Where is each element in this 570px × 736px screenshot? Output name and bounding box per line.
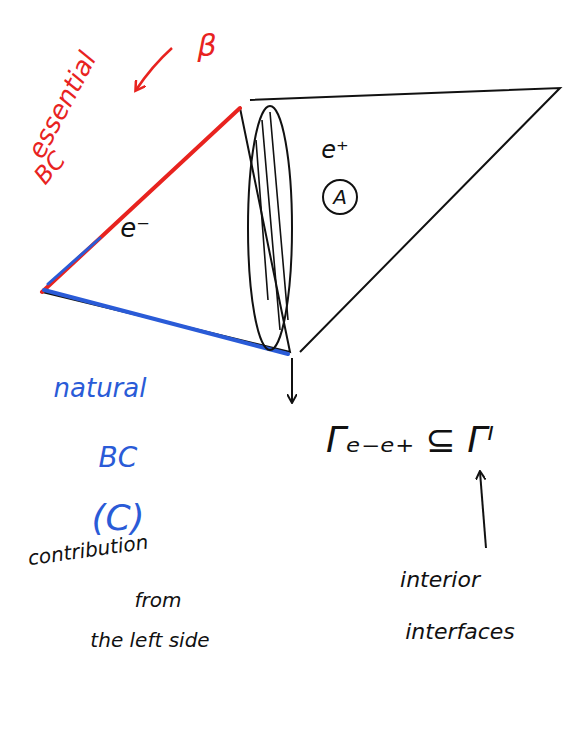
note: the left side bbox=[90, 629, 209, 651]
leader-arrow bbox=[136, 48, 172, 90]
interface-ellipse bbox=[248, 106, 292, 350]
annotation: natural bbox=[54, 374, 147, 403]
element-name: e⁺ bbox=[321, 137, 348, 163]
left-element bbox=[42, 108, 290, 352]
note: interfaces bbox=[405, 620, 515, 644]
interface-strokes bbox=[256, 112, 288, 330]
element-name: e⁻ bbox=[120, 214, 150, 243]
callout-letter: A bbox=[333, 186, 347, 208]
symbol: β bbox=[197, 29, 216, 62]
annotation: BC bbox=[99, 443, 138, 474]
circle-mark bbox=[323, 180, 357, 214]
natural-edge-start bbox=[48, 238, 100, 284]
note: contribution bbox=[26, 531, 149, 570]
note: interior bbox=[400, 568, 480, 592]
essential-edge bbox=[42, 108, 240, 292]
pointer-arrow bbox=[480, 472, 486, 548]
formula: Γₑ₋ₑ₊ ⊆ Γᴵ bbox=[326, 420, 494, 460]
pointer-arrow bbox=[291, 358, 293, 402]
annotation: essential bbox=[22, 47, 102, 163]
note: from bbox=[135, 589, 182, 611]
right-element bbox=[250, 88, 560, 352]
